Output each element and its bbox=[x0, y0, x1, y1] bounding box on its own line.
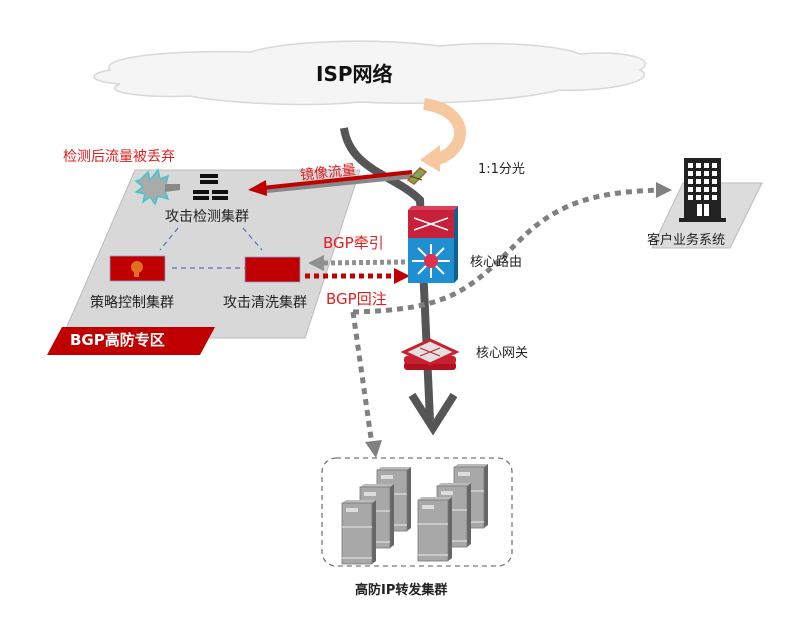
policy-control-box bbox=[109, 255, 166, 282]
server-tower-icons bbox=[341, 464, 488, 565]
bgp-divert-label: BGP牵引 bbox=[323, 234, 384, 252]
mirror-traffic-arrow bbox=[248, 170, 413, 196]
customer-system-label: 客户业务系统 bbox=[647, 233, 726, 248]
brain-gear-icon bbox=[131, 261, 143, 273]
customer-traffic-path bbox=[352, 182, 672, 315]
attack-cleaning-box bbox=[244, 256, 301, 283]
optical-splitter-icon bbox=[406, 167, 428, 185]
down-arrow-icon bbox=[408, 392, 458, 436]
detect-cluster-label: 攻击检测集群 bbox=[165, 209, 249, 225]
forward-cluster-path bbox=[350, 311, 382, 458]
office-building-icon bbox=[679, 158, 726, 222]
server-tower-icon bbox=[417, 497, 452, 562]
bgp-reinject-label: BGP回注 bbox=[326, 290, 387, 308]
forward-cluster-box bbox=[321, 457, 513, 567]
policy-cluster-label: 策略控制集群 bbox=[90, 295, 174, 311]
dropped-burst-icon bbox=[134, 168, 180, 206]
core-gateway-label: 核心网关 bbox=[476, 346, 529, 361]
bgp-zone-tag bbox=[47, 327, 215, 355]
forward-cluster-label: 高防IP转发集群 bbox=[355, 583, 448, 598]
bgp-reinject-arrow bbox=[305, 268, 410, 284]
server-cluster-icon bbox=[193, 174, 228, 200]
server-tower-icon bbox=[341, 500, 376, 565]
bgp-divert-arrow bbox=[308, 255, 406, 271]
core-router-label: 核心路由 bbox=[470, 255, 523, 270]
core-router-icon bbox=[408, 206, 458, 283]
cluster-links bbox=[159, 227, 263, 269]
core-gateway-icon bbox=[400, 338, 460, 370]
isp-network-label: ISP网络 bbox=[316, 62, 393, 86]
main-traffic-path bbox=[340, 127, 458, 436]
clean-cluster-label: 攻击清洗集群 bbox=[223, 295, 307, 311]
splitter-curve-arrow-icon bbox=[420, 98, 466, 172]
bgp-zone-label: BGP高防专区 bbox=[70, 331, 165, 349]
isp-cloud bbox=[93, 40, 647, 106]
dropped-traffic-label: 检测后流量被丢弃 bbox=[63, 149, 175, 165]
splitter-label: 1:1分光 bbox=[478, 162, 525, 177]
bgp-zone-panel bbox=[61, 169, 361, 339]
